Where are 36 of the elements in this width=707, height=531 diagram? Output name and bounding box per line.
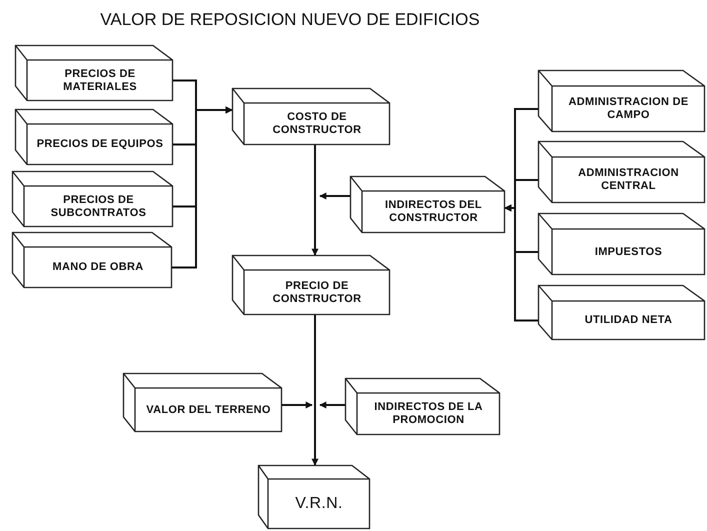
arrow xyxy=(312,145,318,256)
box-node xyxy=(123,373,282,432)
box-label: INDIRECTOS DE LA PROMOCION xyxy=(373,401,484,427)
box-node xyxy=(12,232,172,288)
box-label: ADMINISTRACION DE CAMPO xyxy=(568,96,690,122)
box-node xyxy=(350,176,505,233)
box-label: COSTO DE CONSTRUCTOR xyxy=(272,111,362,137)
diagram-title: VALOR DE REPOSICION NUEVO DE EDIFICIOS xyxy=(99,10,481,30)
box-label: PRECIOS DE MATERIALES xyxy=(62,68,138,94)
box-node xyxy=(15,109,173,165)
box-label: V.R.N. xyxy=(295,494,343,514)
box-node xyxy=(538,141,705,203)
box-node xyxy=(538,70,705,132)
box-node xyxy=(345,378,500,435)
arrow xyxy=(504,204,538,322)
box-label: PRECIO DE CONSTRUCTOR xyxy=(272,280,362,306)
arrow xyxy=(312,315,318,466)
box-label: UTILIDAD NETA xyxy=(584,314,672,327)
box-node xyxy=(538,285,705,340)
box-node xyxy=(232,88,390,145)
arrow xyxy=(319,402,345,408)
arrow xyxy=(282,402,313,408)
box-label: MANO DE OBRA xyxy=(52,261,144,274)
box-node xyxy=(538,213,705,275)
box-label: VALOR DEL TERRENO xyxy=(146,404,271,416)
box-label: PRECIOS DE SUBCONTRATOS xyxy=(50,194,148,220)
box-label: PRECIOS DE EQUIPOS xyxy=(36,138,164,151)
box-node xyxy=(12,171,173,227)
box-node xyxy=(15,45,173,101)
box-label: INDIRECTOS DEL CONSTRUCTOR xyxy=(384,199,483,225)
arrow xyxy=(319,192,350,200)
box-node xyxy=(258,465,370,529)
box-label: IMPUESTOS xyxy=(594,246,662,258)
arrow xyxy=(172,106,233,268)
box-node xyxy=(232,255,390,315)
box-label: ADMINISTRACION CENTRAL xyxy=(577,167,680,193)
